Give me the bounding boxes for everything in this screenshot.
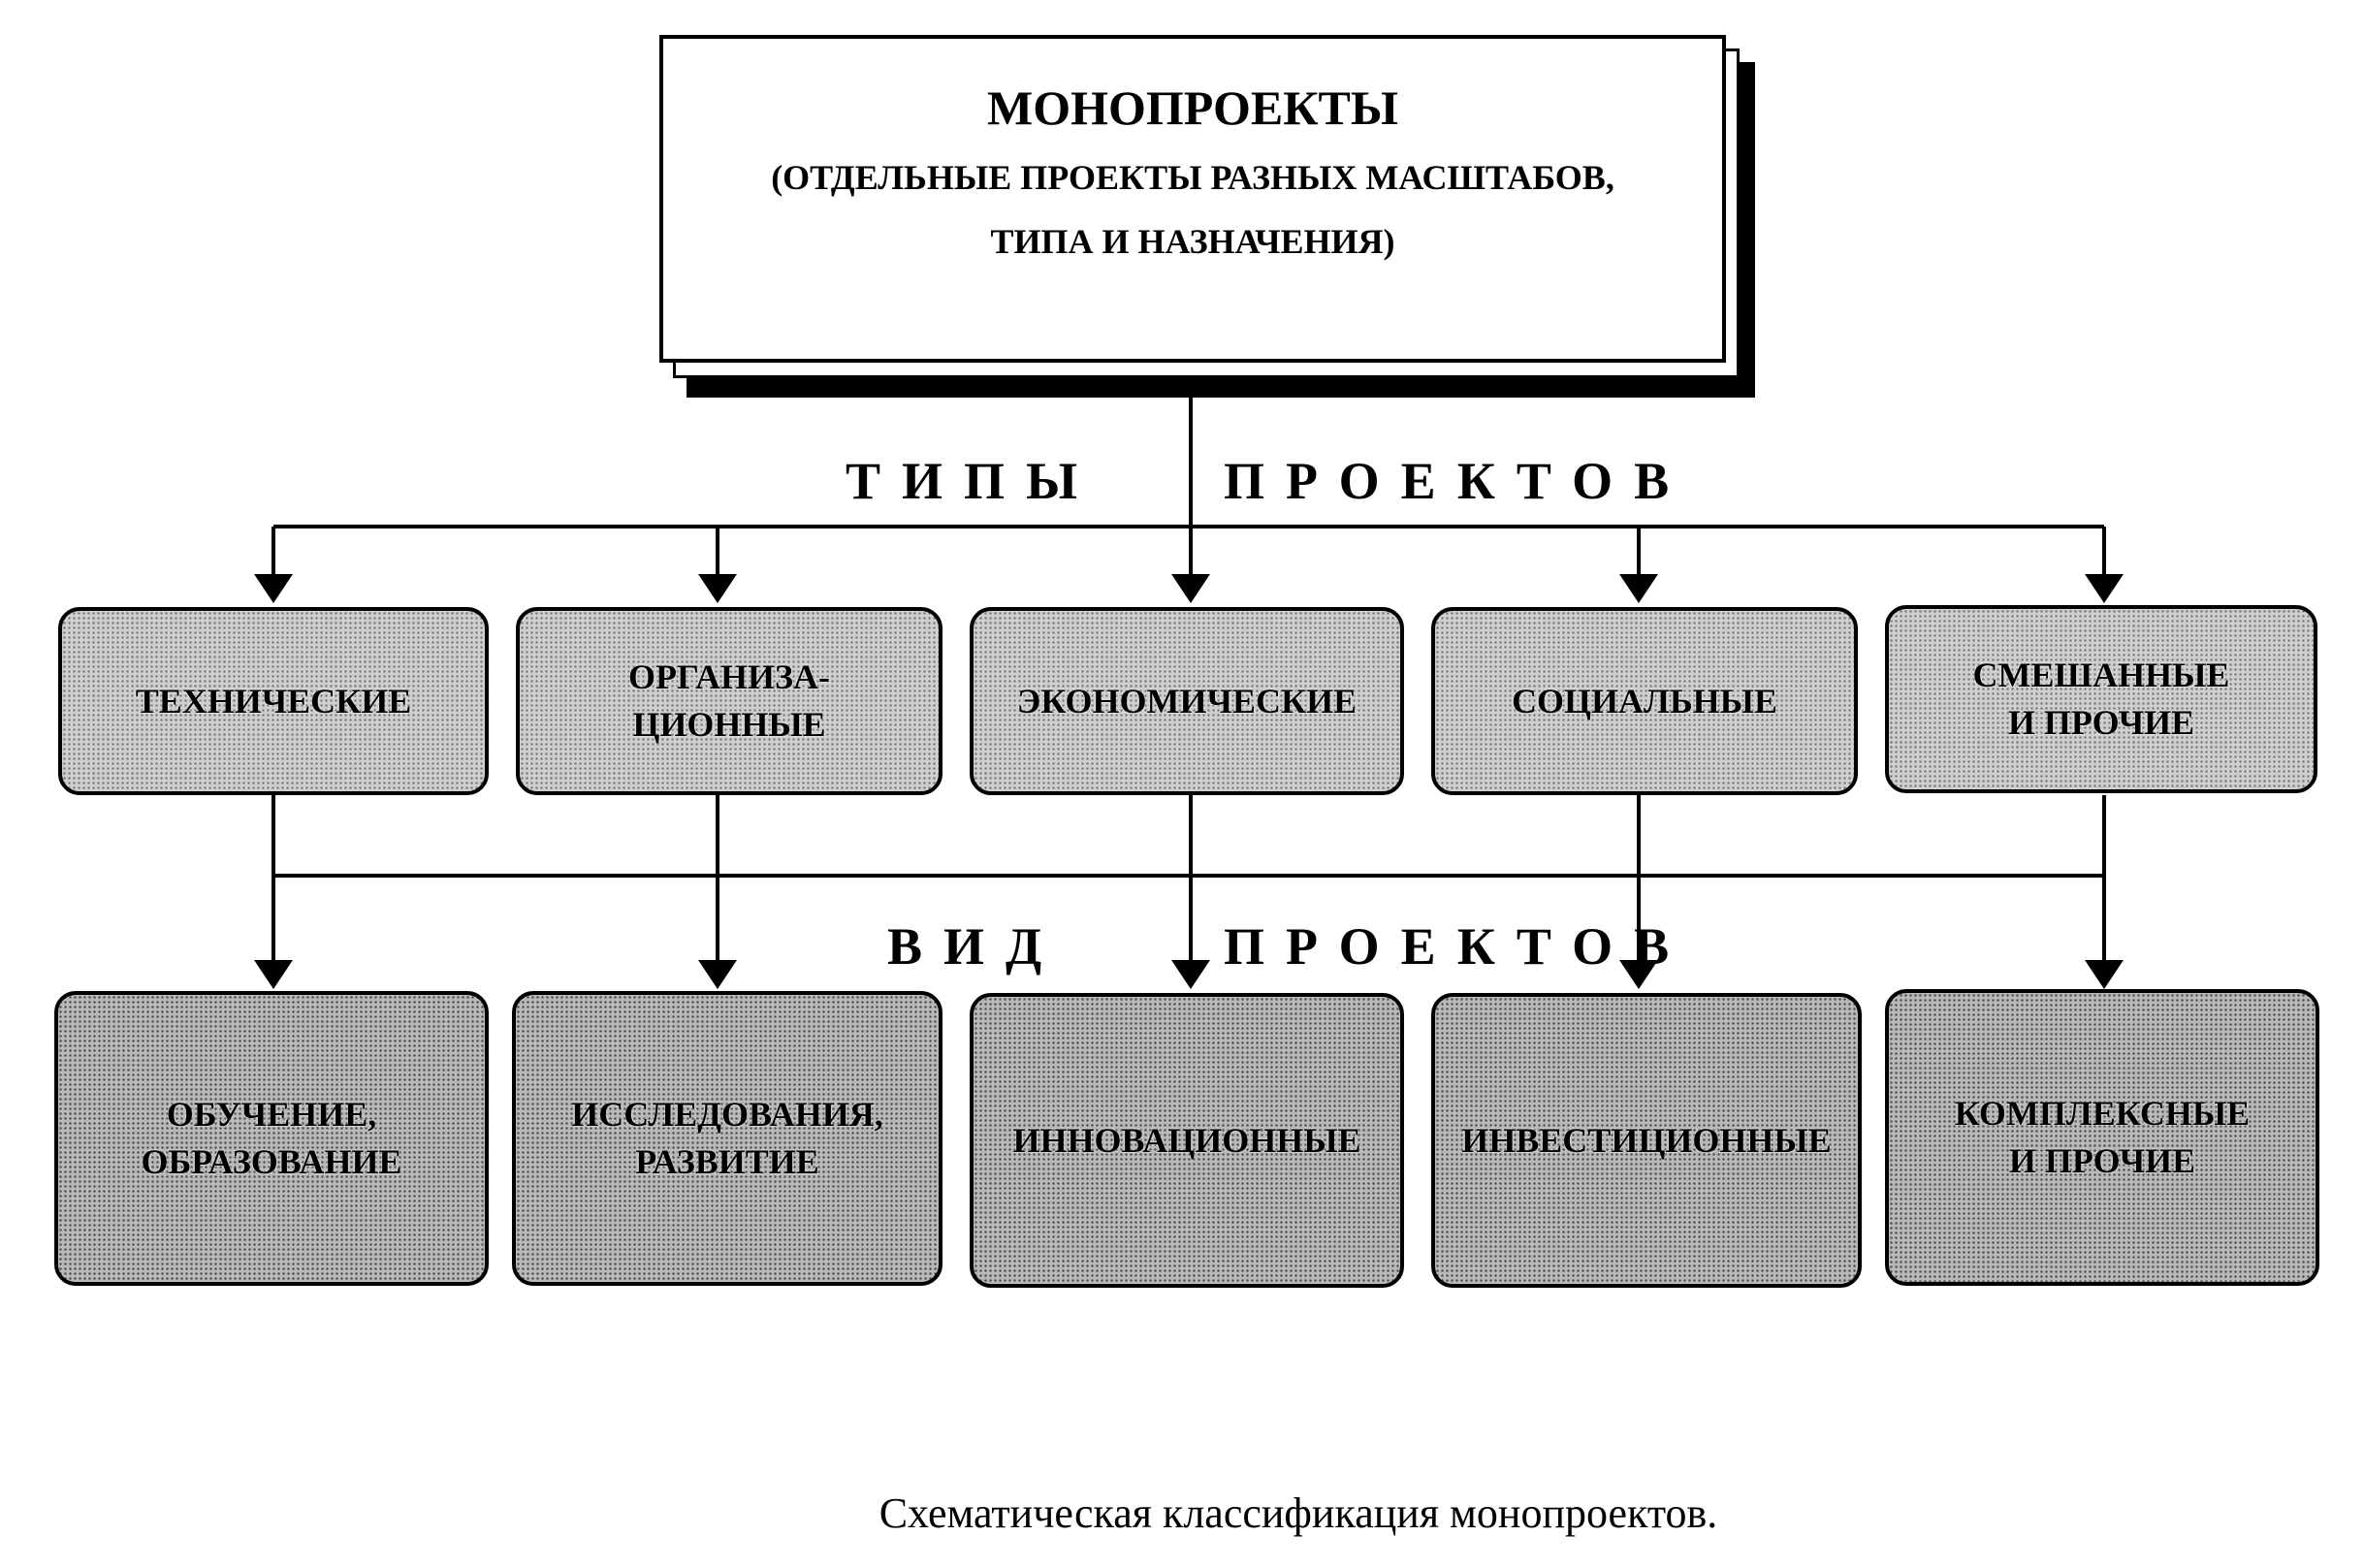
kind-node-research-development: ИССЛЕДОВАНИЯ, РАЗВИТИЕ — [512, 991, 942, 1286]
kind-node-label: КОМПЛЕКСНЫЕ И ПРОЧИЕ — [1954, 1094, 2251, 1180]
type-node-label: СМЕШАННЫЕ И ПРОЧИЕ — [1972, 656, 2230, 742]
kind-node-innovative: ИННОВАЦИОННЫЕ — [970, 993, 1404, 1288]
root-node-monoprojects: МОНОПРОЕКТЫ (ОТДЕЛЬНЫЕ ПРОЕКТЫ РАЗНЫХ МА… — [659, 35, 1726, 363]
types-section-label-right: ПРОЕКТОВ — [1224, 452, 1691, 510]
type-node-label: СОЦИАЛЬНЫЕ — [1512, 681, 1777, 720]
kind-node-label: ИНВЕСТИЦИОННЫЕ — [1461, 1120, 1832, 1160]
arrowhead-kind-2 — [698, 960, 737, 989]
arrowhead-type-3 — [1171, 574, 1210, 603]
arrowhead-kind-1 — [254, 960, 293, 989]
kind-node-complex-other: КОМПЛЕКСНЫЕ И ПРОЧИЕ — [1885, 989, 2319, 1286]
type-node-organizational: ОРГАНИЗА- ЦИОННЫЕ — [516, 607, 942, 795]
root-node-title: МОНОПРОЕКТЫ — [987, 80, 1398, 135]
kind-node-education: ОБУЧЕНИЕ, ОБРАЗОВАНИЕ — [54, 991, 489, 1286]
type-node-technical: ТЕХНИЧЕСКИЕ — [58, 607, 489, 795]
kind-node-label: ОБУЧЕНИЕ, ОБРАЗОВАНИЕ — [141, 1095, 402, 1181]
types-section-label-left: ТИПЫ — [846, 452, 1100, 510]
kind-node-label: ИННОВАЦИОННЫЕ — [1012, 1120, 1361, 1160]
arrowhead-type-1 — [254, 574, 293, 603]
type-node-label: ЭКОНОМИЧЕСКИЕ — [1016, 681, 1358, 720]
figure-caption: Схематическая классификация монопроектов… — [879, 1489, 1718, 1537]
root-node-subtitle-line-1: (ОТДЕЛЬНЫЕ ПРОЕКТЫ РАЗНЫХ МАСШТАБОВ, — [771, 158, 1614, 197]
arrowhead-kind-4 — [1619, 960, 1658, 989]
arrowhead-kind-3 — [1171, 960, 1210, 989]
kinds-section-label-left: ВИД — [887, 917, 1064, 976]
arrowhead-type-5 — [2085, 574, 2124, 603]
arrowhead-kind-5 — [2085, 960, 2124, 989]
type-node-economic: ЭКОНОМИЧЕСКИЕ — [970, 607, 1404, 795]
type-node-label: ОРГАНИЗА- ЦИОННЫЕ — [628, 657, 830, 744]
arrowhead-type-2 — [698, 574, 737, 603]
type-node-social: СОЦИАЛЬНЫЕ — [1431, 607, 1858, 795]
type-node-mixed-other: СМЕШАННЫЕ И ПРОЧИЕ — [1885, 605, 2317, 793]
kind-node-investment: ИНВЕСТИЦИОННЫЕ — [1431, 993, 1862, 1288]
root-node-subtitle-line-2: ТИПА И НАЗНАЧЕНИЯ) — [990, 222, 1395, 261]
type-node-label: ТЕХНИЧЕСКИЕ — [135, 681, 412, 720]
arrowhead-type-4 — [1619, 574, 1658, 603]
kind-node-label: ИССЛЕДОВАНИЯ, РАЗВИТИЕ — [571, 1095, 883, 1181]
kinds-section-label-right: ПРОЕКТОВ — [1224, 917, 1691, 976]
